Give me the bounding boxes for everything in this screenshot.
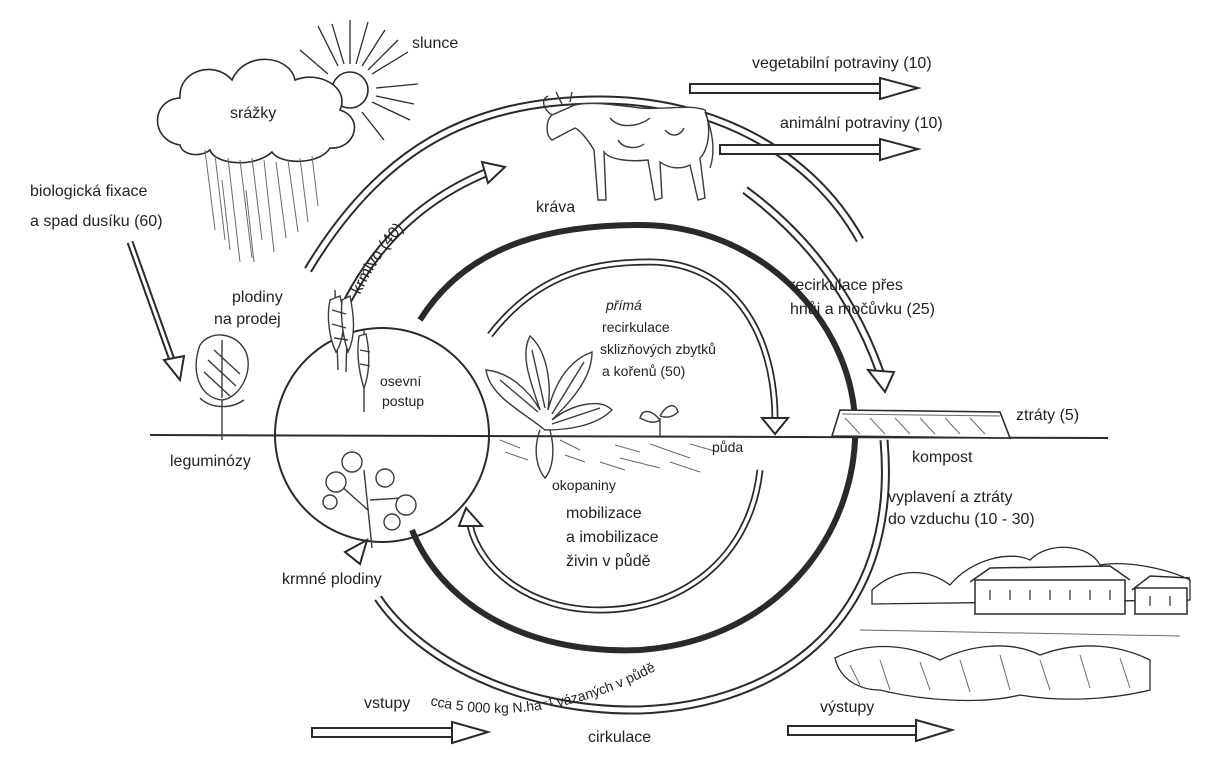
label-prima-3: sklizňových zbytků xyxy=(600,341,716,357)
fixace-arrow xyxy=(130,242,184,380)
seedling-icon xyxy=(640,406,678,436)
label-prima-1: přímá xyxy=(605,297,642,313)
label-mobilizace-1: mobilizace xyxy=(566,505,642,522)
label-plodiny-1: plodiny xyxy=(232,289,283,306)
soil-hatch xyxy=(500,440,718,472)
beet-plant-icon xyxy=(486,336,612,478)
label-fixace-1: biologická fixace xyxy=(30,183,148,200)
label-fixace-2: a spad dusíku (60) xyxy=(30,213,163,230)
label-puda: půda xyxy=(712,439,743,455)
animalni-arrow xyxy=(720,139,918,160)
label-krmivo: krmivo (40) xyxy=(348,220,407,297)
label-recirk-hnuj-1: recirkulace přes xyxy=(790,277,903,294)
label-kompost: kompost xyxy=(912,449,973,466)
label-cirkulace: cirkulace xyxy=(588,729,651,746)
legume-plant-icon xyxy=(196,335,248,440)
clover-plant-icon xyxy=(323,452,416,548)
krmne-arrow xyxy=(345,540,367,564)
label-mobilizace-3: živin v půdě xyxy=(566,552,651,570)
label-plodiny-2: na prodej xyxy=(214,311,281,328)
label-vegetabilni: vegetabilní potraviny (10) xyxy=(752,55,932,72)
compost-heap-icon xyxy=(832,410,1010,438)
inner-ring-arrowhead xyxy=(762,418,788,434)
label-krava: kráva xyxy=(536,199,575,216)
label-krmne: krmné plodiny xyxy=(282,571,382,588)
label-osevni-2: postup xyxy=(382,393,424,409)
label-ztraty: ztráty (5) xyxy=(1016,407,1079,424)
label-vyplaveni-2: do vzduchu (10 - 30) xyxy=(888,511,1035,528)
label-vystupy: výstupy xyxy=(820,699,874,716)
label-srazky: srážky xyxy=(230,105,276,122)
label-slunce: slunce xyxy=(412,35,458,52)
wheat-icon xyxy=(328,290,370,412)
label-prima-4: a kořenů (50) xyxy=(602,363,685,379)
rain-icon xyxy=(205,150,318,262)
inner-ring-arrowhead-left xyxy=(459,508,482,526)
vegetabilni-arrow xyxy=(690,78,918,99)
label-leguminozy: leguminózy xyxy=(170,453,251,470)
label-vyplaveni-1: vyplavení a ztráty xyxy=(888,489,1013,506)
vstupy-arrow xyxy=(312,722,488,743)
label-mobilizace-2: a imobilizace xyxy=(566,529,659,546)
label-prima-2: recirkulace xyxy=(602,319,670,335)
village-icon xyxy=(835,547,1190,700)
label-osevni-1: osevní xyxy=(380,373,421,389)
label-animalni: animální potraviny (10) xyxy=(780,115,943,132)
label-okopaniny: okopaniny xyxy=(552,477,616,493)
cow-icon xyxy=(544,92,713,200)
vystupy-arrow xyxy=(788,720,952,741)
label-vstupy: vstupy xyxy=(364,695,410,712)
label-recirk-hnuj-2: hnůj a močůvku (25) xyxy=(790,300,935,318)
